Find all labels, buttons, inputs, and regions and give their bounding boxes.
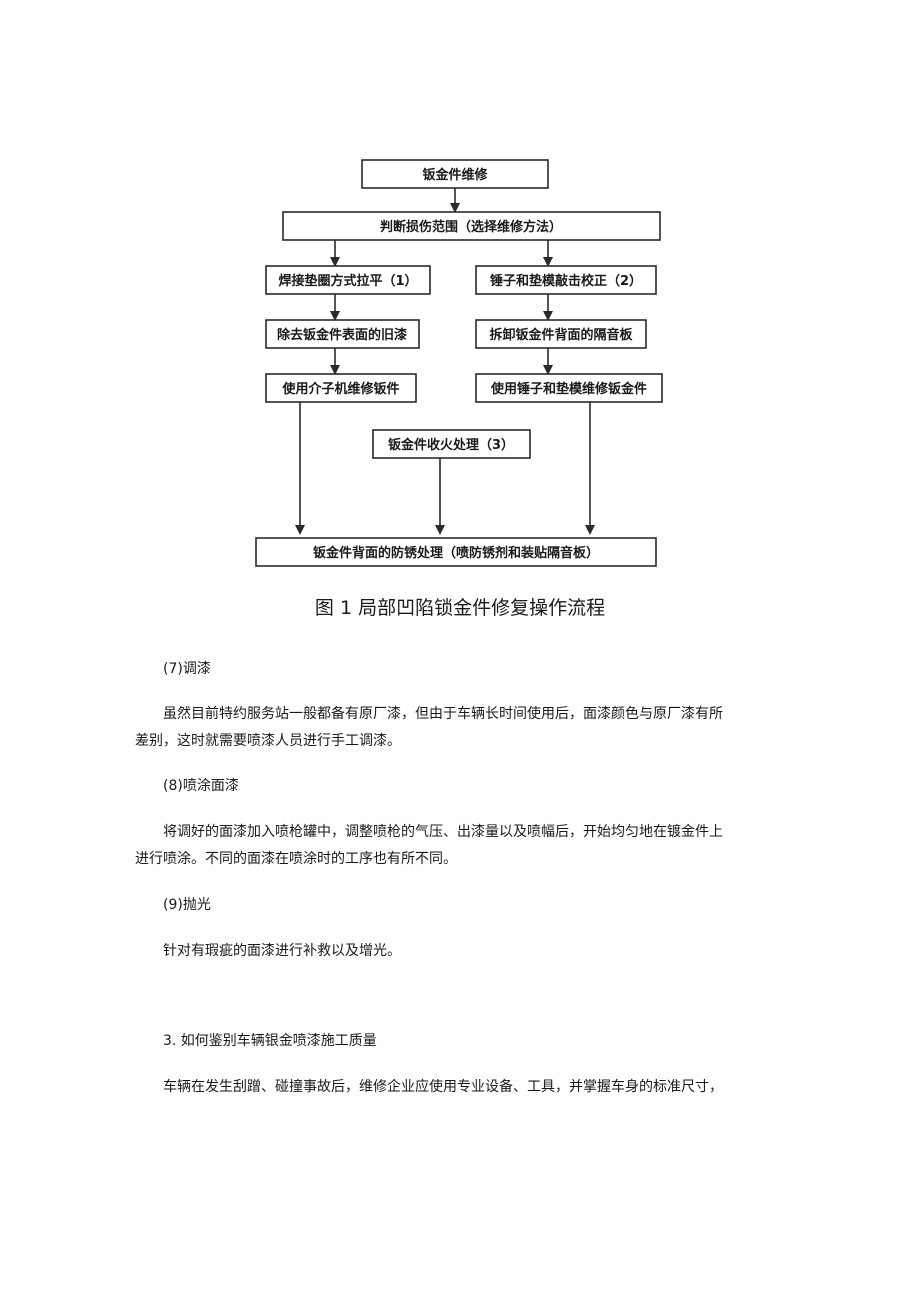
- section-8-body-line2: 进行喷涂。不同的面漆在喷涂时的工序也有所不同。: [135, 851, 457, 867]
- flow-node-n10: 钣金件背面的防锈处理（喷防锈剂和装贴隔音板）: [255, 537, 657, 567]
- repair-flowchart: 钣金件维修 判断损伤范围（选择维修方法） 焊接垫圈方式拉平（1） 锤子和垫模敲击…: [255, 159, 663, 567]
- figure-caption: 图 1 局部凹陷锁金件修复操作流程: [314, 597, 606, 619]
- svg-text:使用锤子和垫模维修钣金件: 使用锤子和垫模维修钣金件: [490, 381, 647, 397]
- question-3-heading: 3. 如何鉴别车辆银金喷漆施工质量: [163, 1033, 377, 1049]
- svg-text:钣金件背面的防锈处理（喷防锈剂和装贴隔音板）: 钣金件背面的防锈处理（喷防锈剂和装贴隔音板）: [313, 545, 599, 561]
- section-9-body: 针对有瑕疵的面漆进行补救以及增光。: [163, 943, 401, 959]
- section-8-body-line1: 将调好的面漆加入喷枪罐中，调整喷枪的气压、出漆量以及喷幅后，开始均匀地在镀金件上: [163, 824, 723, 840]
- svg-text:钣金件收火处理（3）: 钣金件收火处理（3）: [388, 437, 514, 453]
- flow-node-n7: 使用介子机维修钣件: [265, 373, 417, 403]
- svg-text:钣金件维修: 钣金件维修: [422, 167, 488, 183]
- flow-node-n4: 锤子和垫模敲击校正（2）: [475, 265, 657, 295]
- flow-node-n9: 钣金件收火处理（3）: [372, 429, 531, 459]
- section-7-heading: (7)调漆: [163, 661, 211, 677]
- flow-node-n3: 焊接垫圈方式拉平（1）: [265, 265, 431, 295]
- section-8-heading: (8)喷涂面漆: [163, 778, 239, 794]
- svg-text:锤子和垫模敲击校正（2）: 锤子和垫模敲击校正（2）: [489, 273, 642, 289]
- svg-text:判断损伤范围（选择维修方法）: 判断损伤范围（选择维修方法）: [380, 219, 562, 235]
- flow-node-n2: 判断损伤范围（选择维修方法）: [282, 211, 661, 241]
- svg-text:焊接垫圈方式拉平（1）: 焊接垫圈方式拉平（1）: [278, 273, 417, 289]
- flow-arrows: [295, 188, 595, 535]
- svg-text:拆卸钣金件背面的隔音板: 拆卸钣金件背面的隔音板: [489, 327, 633, 343]
- section-7-body-line1: 虽然目前特约服务站一般都备有原厂漆，但由于车辆长时间使用后，面漆颜色与原厂漆有所: [163, 706, 723, 722]
- section-7-body-line2: 差别，这时就需要喷漆人员进行手工调漆。: [135, 733, 401, 749]
- flow-node-n6: 拆卸钣金件背面的隔音板: [475, 319, 647, 349]
- question-3-body: 车辆在发生刮蹭、碰撞事故后，维修企业应使用专业设备、工具，并掌握车身的标准尺寸，: [163, 1079, 723, 1095]
- section-9-heading: (9)抛光: [163, 897, 211, 913]
- svg-text:使用介子机维修钣件: 使用介子机维修钣件: [281, 381, 399, 397]
- svg-text:除去钣金件表面的旧漆: 除去钣金件表面的旧漆: [277, 327, 407, 343]
- flow-node-n8: 使用锤子和垫模维修钣金件: [475, 373, 663, 403]
- flow-node-n1: 钣金件维修: [361, 159, 549, 189]
- flow-node-n5: 除去钣金件表面的旧漆: [265, 319, 420, 349]
